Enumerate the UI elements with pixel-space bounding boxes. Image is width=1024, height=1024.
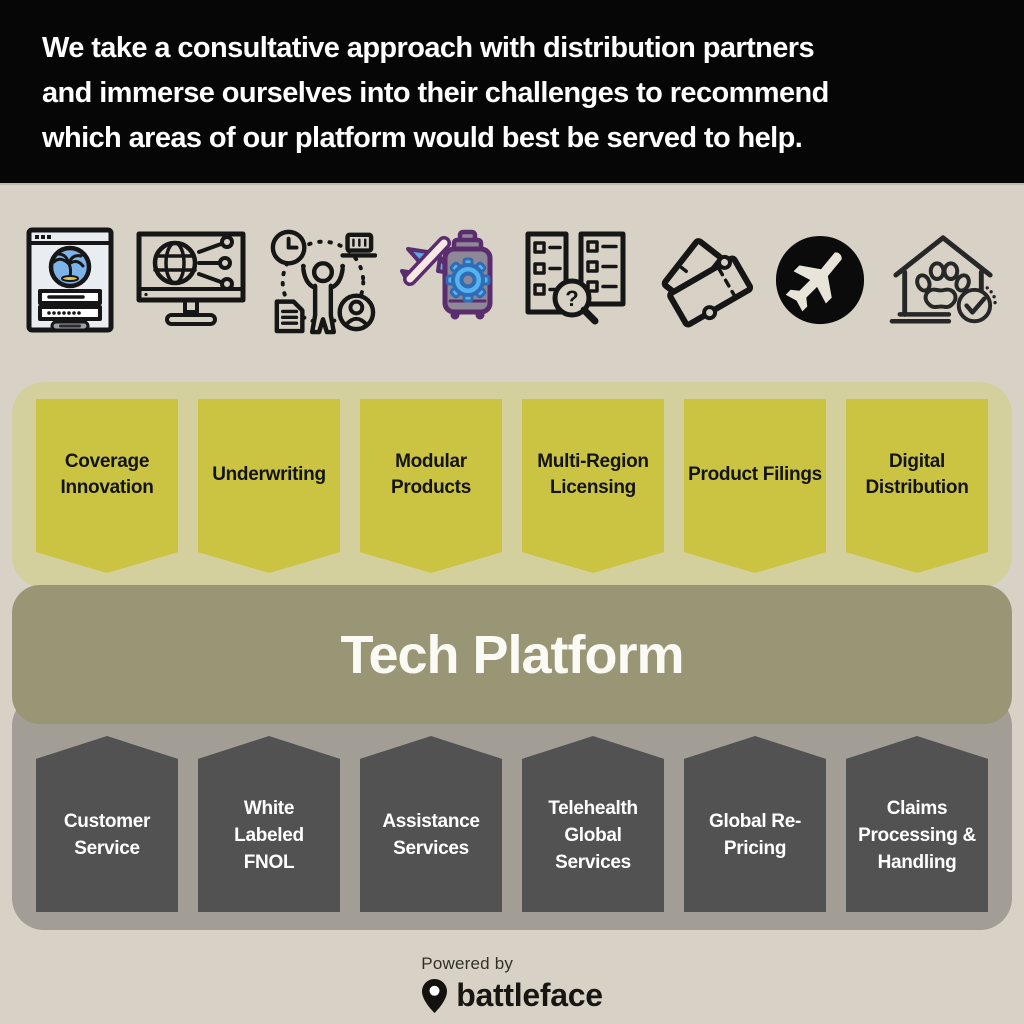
capability-label: Underwriting xyxy=(212,464,326,485)
brand-logo: battleface xyxy=(421,977,603,1014)
client-workflow-icon xyxy=(267,225,378,335)
capability-label: Modular Products xyxy=(391,451,471,498)
capability-label: Product Filings xyxy=(688,464,822,485)
service-label: Claims Processing & Handling xyxy=(858,797,976,873)
capability-banner: Coverage Innovation xyxy=(36,399,178,573)
service-label: Telehealth Global Services xyxy=(548,797,638,873)
travel-services-icon xyxy=(398,227,500,333)
global-network-icon xyxy=(135,230,247,330)
tech-platform-band: Tech Platform xyxy=(12,585,1012,724)
capability-label: Multi-Region Licensing xyxy=(537,451,649,498)
travel-login-icon xyxy=(26,227,114,333)
pet-lodging-icon xyxy=(888,229,998,331)
service-banner: White Labeled FNOL xyxy=(198,736,340,912)
capability-banner: Product Filings xyxy=(684,399,826,573)
service-banner: Global Re-Pricing xyxy=(684,736,826,912)
service-banner: Assistance Services xyxy=(360,736,502,912)
tech-platform-title: Tech Platform xyxy=(340,624,684,685)
headline-line: We take a consultative approach with dis… xyxy=(42,32,815,64)
map-pin-icon xyxy=(422,978,448,1013)
service-banner: Customer Service xyxy=(36,736,178,912)
service-label: White Labeled FNOL xyxy=(234,797,304,873)
powered-by-label: Powered by xyxy=(421,954,514,973)
flight-icon xyxy=(773,233,867,327)
service-banner: Telehealth Global Services xyxy=(522,736,664,912)
capabilities-band: Coverage Innovation Underwriting Modular… xyxy=(12,382,1012,588)
policy-comparison-icon: ? xyxy=(520,228,628,332)
service-label: Global Re-Pricing xyxy=(708,811,801,859)
capability-banner: Modular Products xyxy=(360,399,502,573)
capability-banner: Underwriting xyxy=(198,399,340,573)
service-banner: Claims Processing & Handling xyxy=(846,736,988,912)
capability-banner: Digital Distribution xyxy=(846,399,988,573)
svg-text:?: ? xyxy=(566,286,579,311)
services-band: Customer Service White Labeled FNOL Assi… xyxy=(12,694,1012,930)
headline-line: which areas of our platform would best b… xyxy=(42,122,803,154)
capability-banner: Multi-Region Licensing xyxy=(522,399,664,573)
brand-name: battleface xyxy=(456,977,603,1013)
footer: Powered by battleface xyxy=(0,954,1024,1014)
headline-line: and immerse ourselves into their challen… xyxy=(42,77,829,109)
icon-row: ? xyxy=(0,225,1024,335)
capability-label: Coverage Innovation xyxy=(60,451,154,498)
capability-label: Digital Distribution xyxy=(865,451,969,498)
headline-banner: We take a consultative approach with dis… xyxy=(0,0,1024,185)
service-label: Assistance Services xyxy=(382,811,480,859)
tickets-icon xyxy=(649,229,753,331)
service-label: Customer Service xyxy=(63,811,151,859)
